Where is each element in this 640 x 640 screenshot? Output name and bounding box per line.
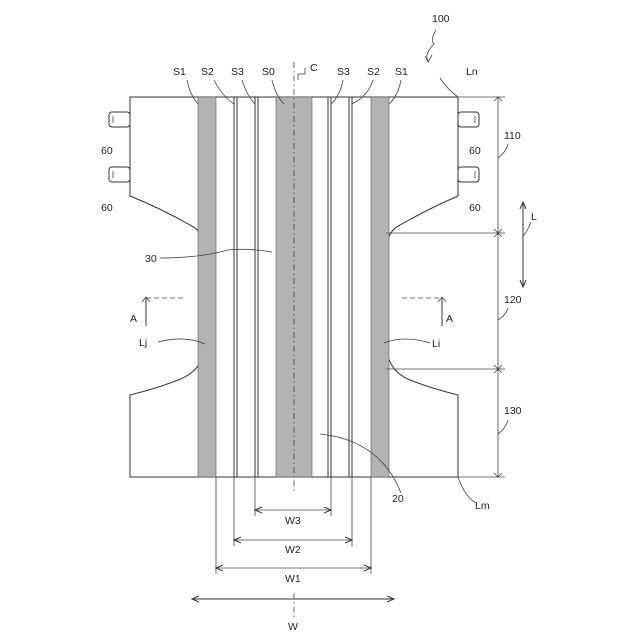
label-110: 110 bbox=[504, 130, 521, 142]
label-s0: S0 bbox=[262, 66, 275, 78]
leader-li bbox=[384, 339, 430, 343]
label-s2-left: S2 bbox=[201, 66, 214, 78]
leader-lm bbox=[458, 477, 476, 503]
label-lm: Lm bbox=[475, 500, 490, 512]
label-a-left: A bbox=[130, 313, 137, 325]
label-60-bottom-left: 60 bbox=[101, 202, 113, 214]
label-l: L bbox=[531, 211, 537, 223]
label-20: 20 bbox=[392, 493, 404, 505]
label-s1-right: S1 bbox=[395, 66, 408, 78]
label-s2-right: S2 bbox=[367, 66, 380, 78]
leader-100-head bbox=[425, 55, 432, 62]
label-60-top-right: 60 bbox=[469, 145, 481, 157]
label-w3: W3 bbox=[285, 515, 301, 527]
label-100: 100 bbox=[432, 13, 450, 25]
l-leader bbox=[523, 222, 531, 236]
label-c: C bbox=[310, 62, 318, 74]
label-a-right: A bbox=[446, 313, 453, 325]
label-li: Li bbox=[432, 338, 440, 350]
label-30: 30 bbox=[145, 253, 157, 265]
label-w2: W2 bbox=[285, 544, 301, 556]
label-s3-right: S3 bbox=[337, 66, 350, 78]
label-w1: W1 bbox=[285, 573, 301, 585]
strip-s1-right bbox=[371, 97, 389, 477]
label-130: 130 bbox=[504, 405, 522, 417]
leader-c bbox=[298, 68, 305, 80]
label-lj: Lj bbox=[139, 337, 147, 349]
label-w: W bbox=[288, 621, 298, 633]
leader-ln bbox=[440, 78, 458, 97]
label-120: 120 bbox=[504, 294, 522, 306]
label-ln: Ln bbox=[466, 66, 478, 78]
label-s1-left: S1 bbox=[173, 66, 186, 78]
label-60-top-left: 60 bbox=[101, 145, 113, 157]
label-60-bottom-right: 60 bbox=[469, 202, 481, 214]
label-s3-left: S3 bbox=[231, 66, 244, 78]
strip-s1-left bbox=[198, 97, 216, 477]
